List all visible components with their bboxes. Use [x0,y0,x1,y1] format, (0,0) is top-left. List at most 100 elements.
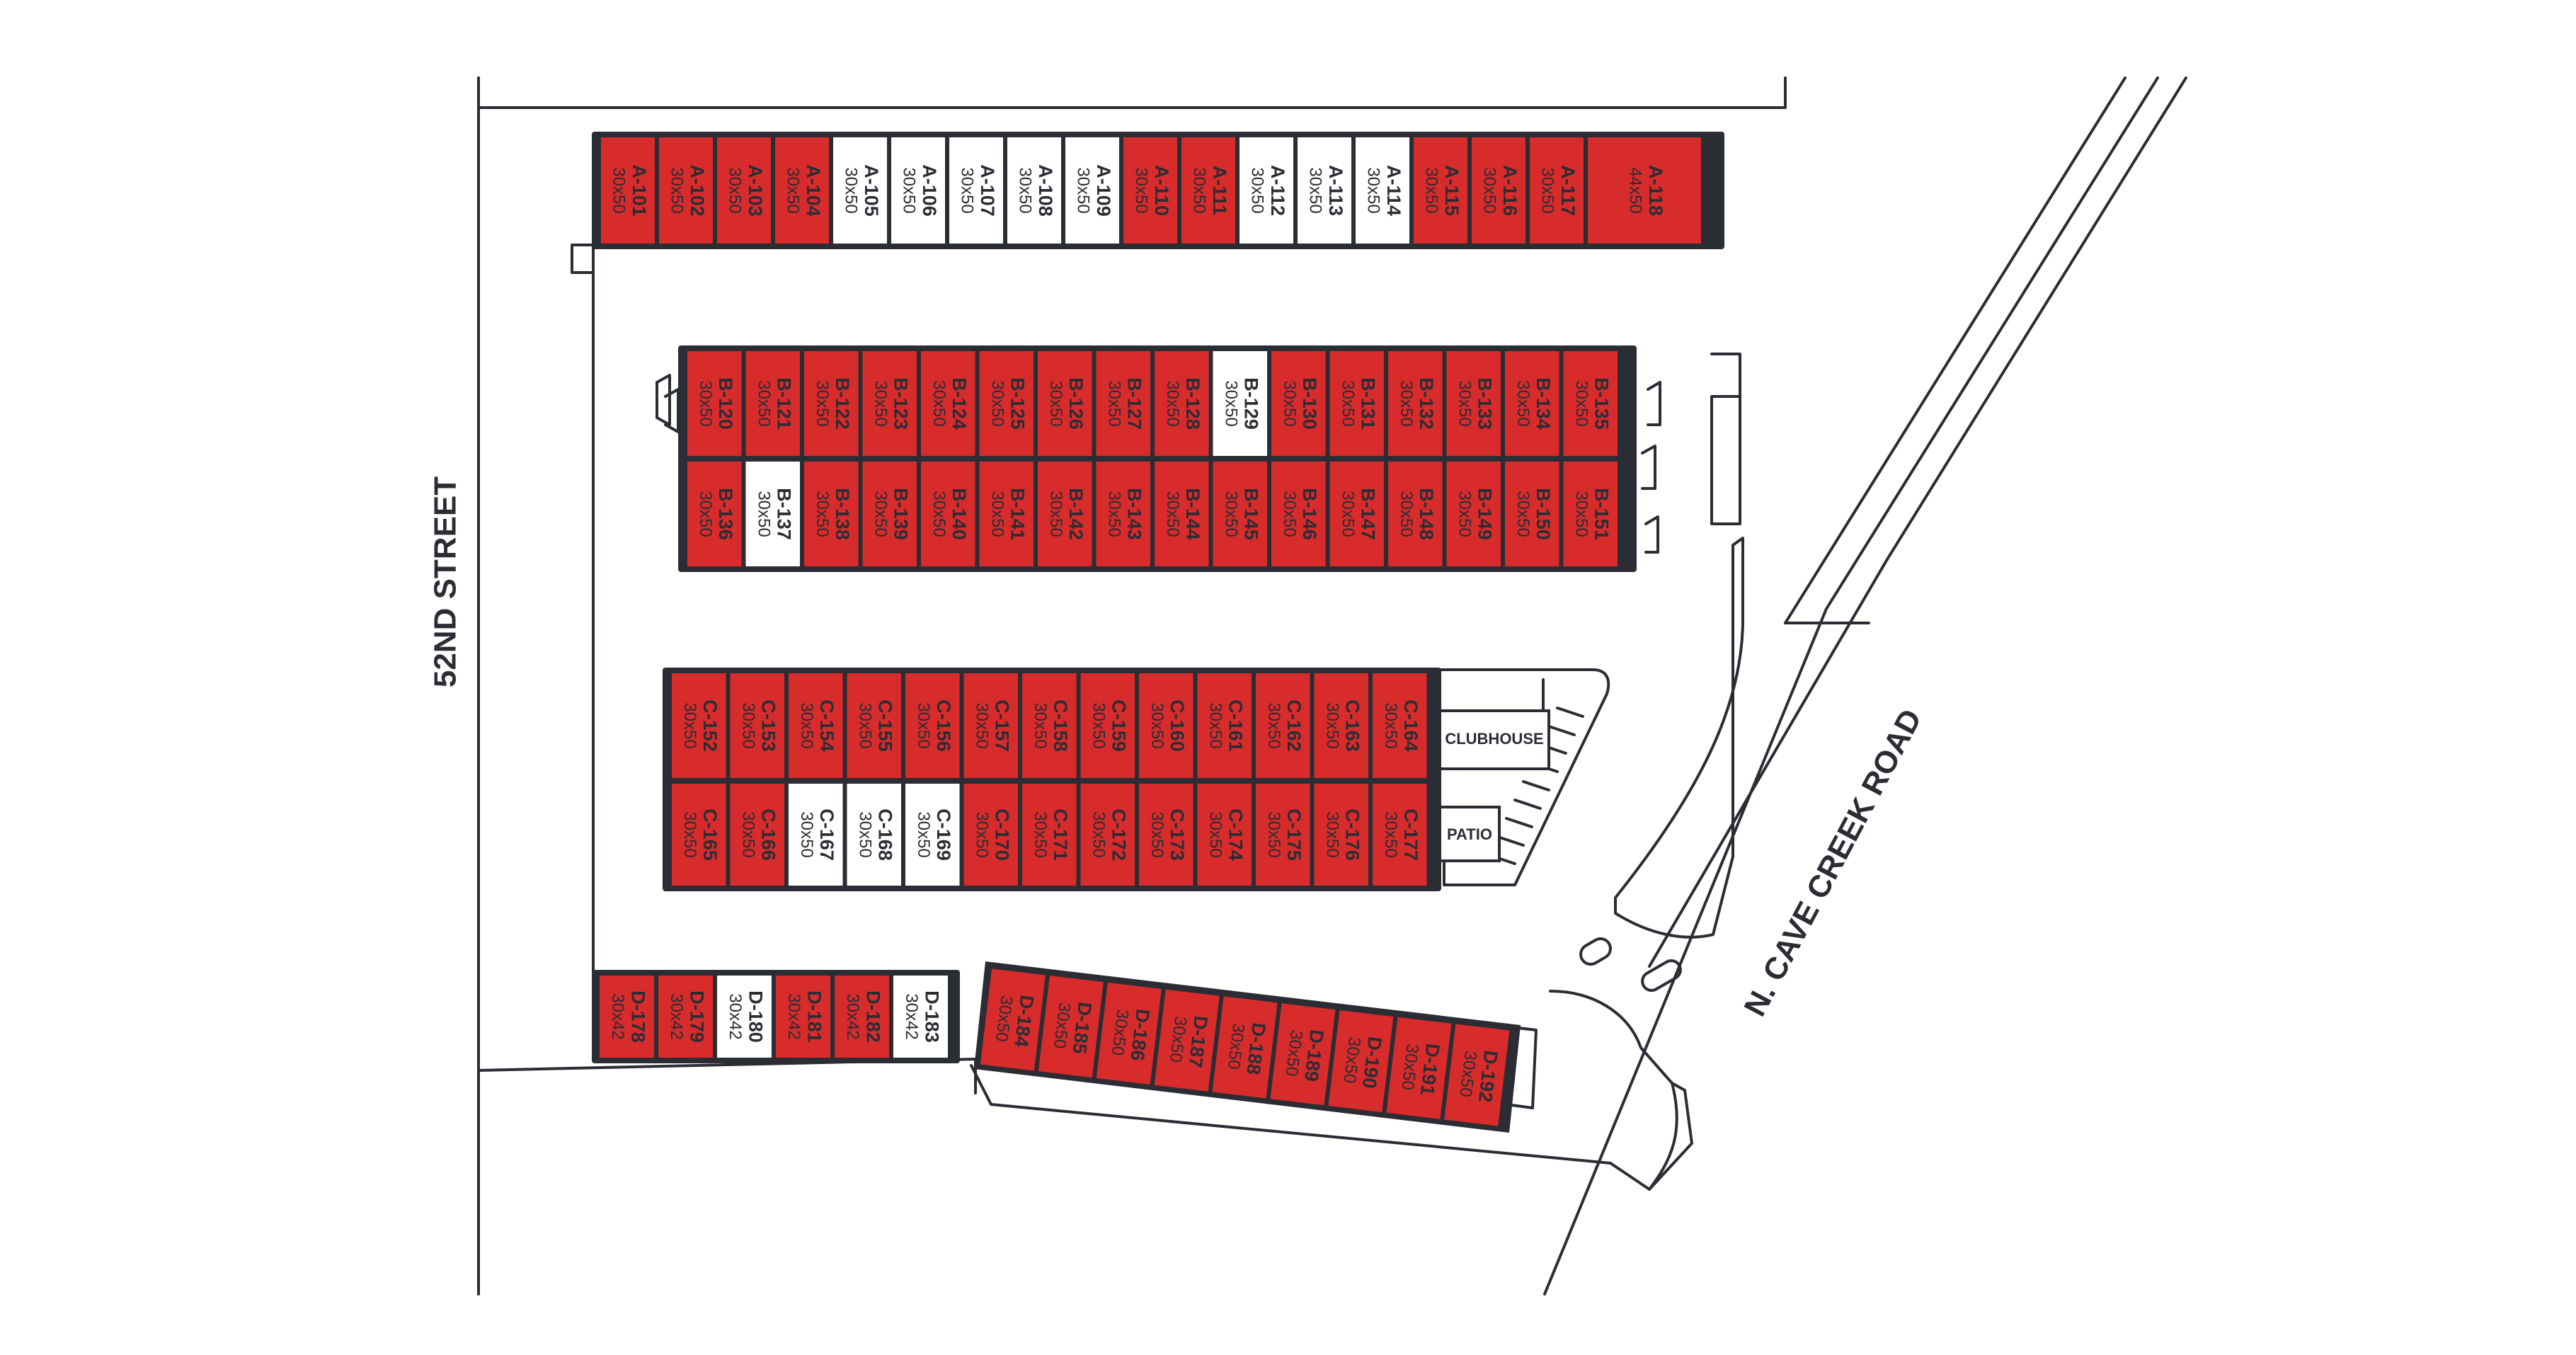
clubhouse-label: CLUBHOUSE [1445,730,1543,748]
unit-id-label: D-179 [686,990,707,1043]
unit-size-label: 30x50 [726,167,745,213]
unit-fill [1472,137,1525,244]
unit-size-label: 30x42 [784,993,803,1039]
unit-id-label: B-136 [715,488,736,540]
unit-size-label: 30x50 [797,811,816,857]
unit-fill [1096,982,1162,1085]
